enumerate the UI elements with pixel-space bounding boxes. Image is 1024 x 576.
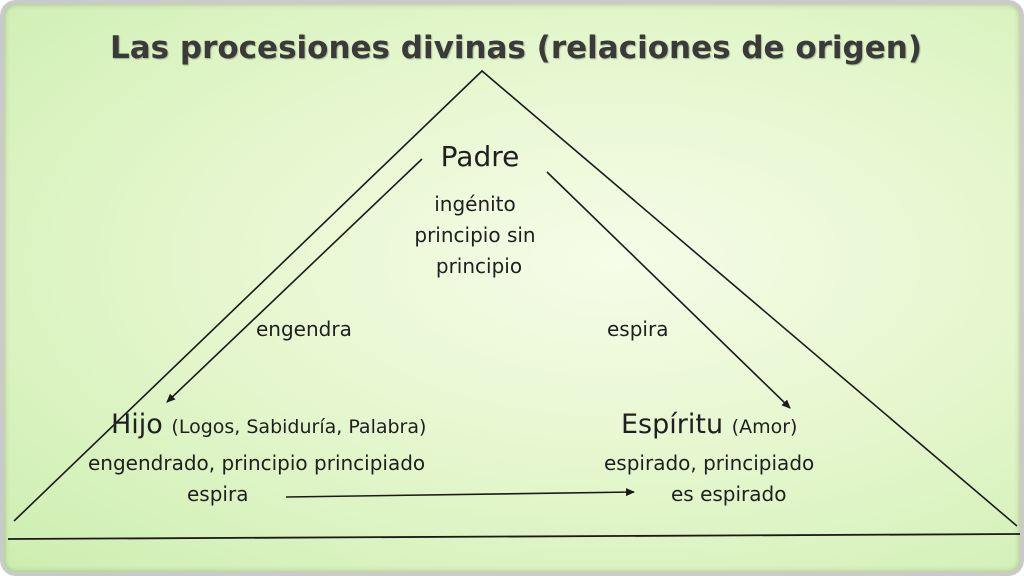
- arrow-padre-to-espiritu: [546, 171, 791, 409]
- diagram-lines: [7, 69, 1020, 540]
- espiritu-heading: Espíritu (Amor): [621, 409, 797, 440]
- hijo-attribute: engendrado, principio principiado: [88, 451, 426, 475]
- base-line: [7, 533, 1020, 540]
- arrow-padre-to-hijo: [166, 158, 423, 403]
- padre-label: Padre: [440, 140, 520, 173]
- diagram-title: Las procesiones divinas (relaciones de o…: [109, 30, 923, 66]
- espiritu-alias: (Amor): [731, 416, 798, 438]
- padre-attribute: ingénito: [434, 192, 516, 216]
- espiritu-attribute: espirado, principiado: [604, 451, 815, 475]
- padre-attribute: principio sin: [414, 223, 536, 247]
- hijo-heading: Hijo (Logos, Sabiduría, Palabra): [111, 409, 426, 440]
- triangle-outline: [13, 69, 1018, 527]
- relation-espira: espira: [607, 317, 669, 341]
- padre-attribute: principio: [435, 254, 523, 278]
- espiritu-passive: es espirado: [671, 482, 787, 506]
- hijo-label: Hijo: [111, 409, 163, 440]
- hijo-aliases: (Logos, Sabiduría, Palabra): [171, 416, 427, 438]
- arrow-hijo-to-espiritu: [285, 488, 635, 498]
- espiritu-label: Espíritu: [621, 409, 724, 440]
- relation-engendra: engendra: [256, 317, 352, 341]
- padre-attributes: ingénito principio sin principio: [4, 189, 946, 282]
- hijo-action: espira: [187, 482, 249, 506]
